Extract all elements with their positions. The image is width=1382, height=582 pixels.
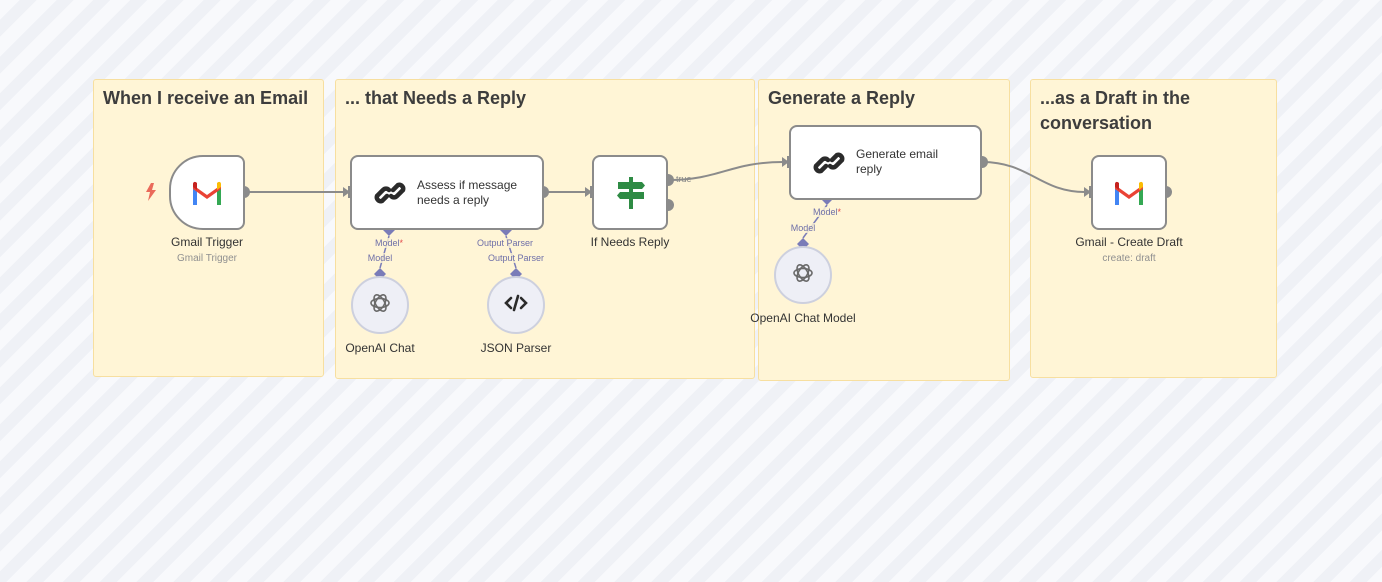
node-gmail-trigger[interactable] bbox=[169, 155, 245, 230]
port-label-output-parser: Output Parser bbox=[487, 253, 545, 263]
port-label-text: Model bbox=[374, 238, 400, 248]
node-label: If Needs Reply bbox=[590, 235, 670, 249]
chain-link-icon bbox=[813, 147, 845, 184]
node-gmail-create-draft[interactable] bbox=[1091, 155, 1167, 230]
sticky-title: When I receive an Email bbox=[103, 88, 309, 108]
node-openai-chat-model[interactable] bbox=[774, 246, 832, 304]
node-label: OpenAI Chat Model bbox=[750, 311, 856, 325]
arrowhead bbox=[343, 187, 350, 197]
node-json-parser[interactable] bbox=[487, 276, 545, 334]
node-label: Gmail - Create Draft bbox=[1075, 235, 1183, 249]
node-subtitle: create: draft bbox=[1102, 253, 1156, 264]
node-generate-email-reply[interactable]: Generate email reply bbox=[789, 125, 982, 200]
signpost-icon bbox=[616, 177, 646, 214]
edge-if-true-to-generate bbox=[667, 161, 784, 181]
node-label: Gmail Trigger bbox=[170, 235, 244, 249]
required-marker: * bbox=[399, 238, 404, 248]
edge-generate-to-draft bbox=[981, 161, 1086, 193]
port-label-model: Model bbox=[790, 223, 816, 233]
gmail-icon bbox=[1113, 181, 1145, 210]
port-label-model: Model* bbox=[812, 207, 842, 217]
required-marker: * bbox=[837, 207, 842, 217]
code-icon bbox=[504, 294, 528, 317]
node-openai-chat[interactable] bbox=[351, 276, 409, 334]
node-label: Assess if message needs a reply bbox=[417, 178, 518, 207]
gmail-icon bbox=[191, 181, 223, 210]
chain-link-icon bbox=[374, 177, 406, 214]
sticky-title: Generate a Reply bbox=[768, 88, 916, 108]
node-subtitle: Gmail Trigger bbox=[176, 253, 238, 264]
node-label: Generate email reply bbox=[856, 147, 939, 176]
arrowhead bbox=[782, 157, 789, 167]
sticky-title: ...as a Draft in the conversation bbox=[1040, 88, 1191, 133]
trigger-bolt-icon bbox=[145, 183, 157, 206]
port-label-output-parser: Output Parser bbox=[476, 238, 534, 248]
arrowhead bbox=[585, 187, 592, 197]
openai-icon bbox=[368, 291, 392, 320]
sticky-title: ... that Needs a Reply bbox=[345, 88, 527, 108]
node-if-needs-reply[interactable] bbox=[592, 155, 668, 230]
node-label: OpenAI Chat bbox=[345, 341, 415, 355]
arrowhead bbox=[1084, 187, 1091, 197]
openai-icon bbox=[791, 261, 815, 290]
node-label: JSON Parser bbox=[480, 341, 552, 355]
sticky-note-receive-email[interactable]: When I receive an Email bbox=[93, 79, 324, 377]
port-label-text: Model bbox=[812, 207, 838, 217]
port-label-model: Model bbox=[367, 253, 393, 263]
port-label-model: Model* bbox=[374, 238, 404, 248]
node-assess-needs-reply[interactable]: Assess if message needs a reply bbox=[350, 155, 544, 230]
output-label-true: true bbox=[676, 174, 692, 184]
